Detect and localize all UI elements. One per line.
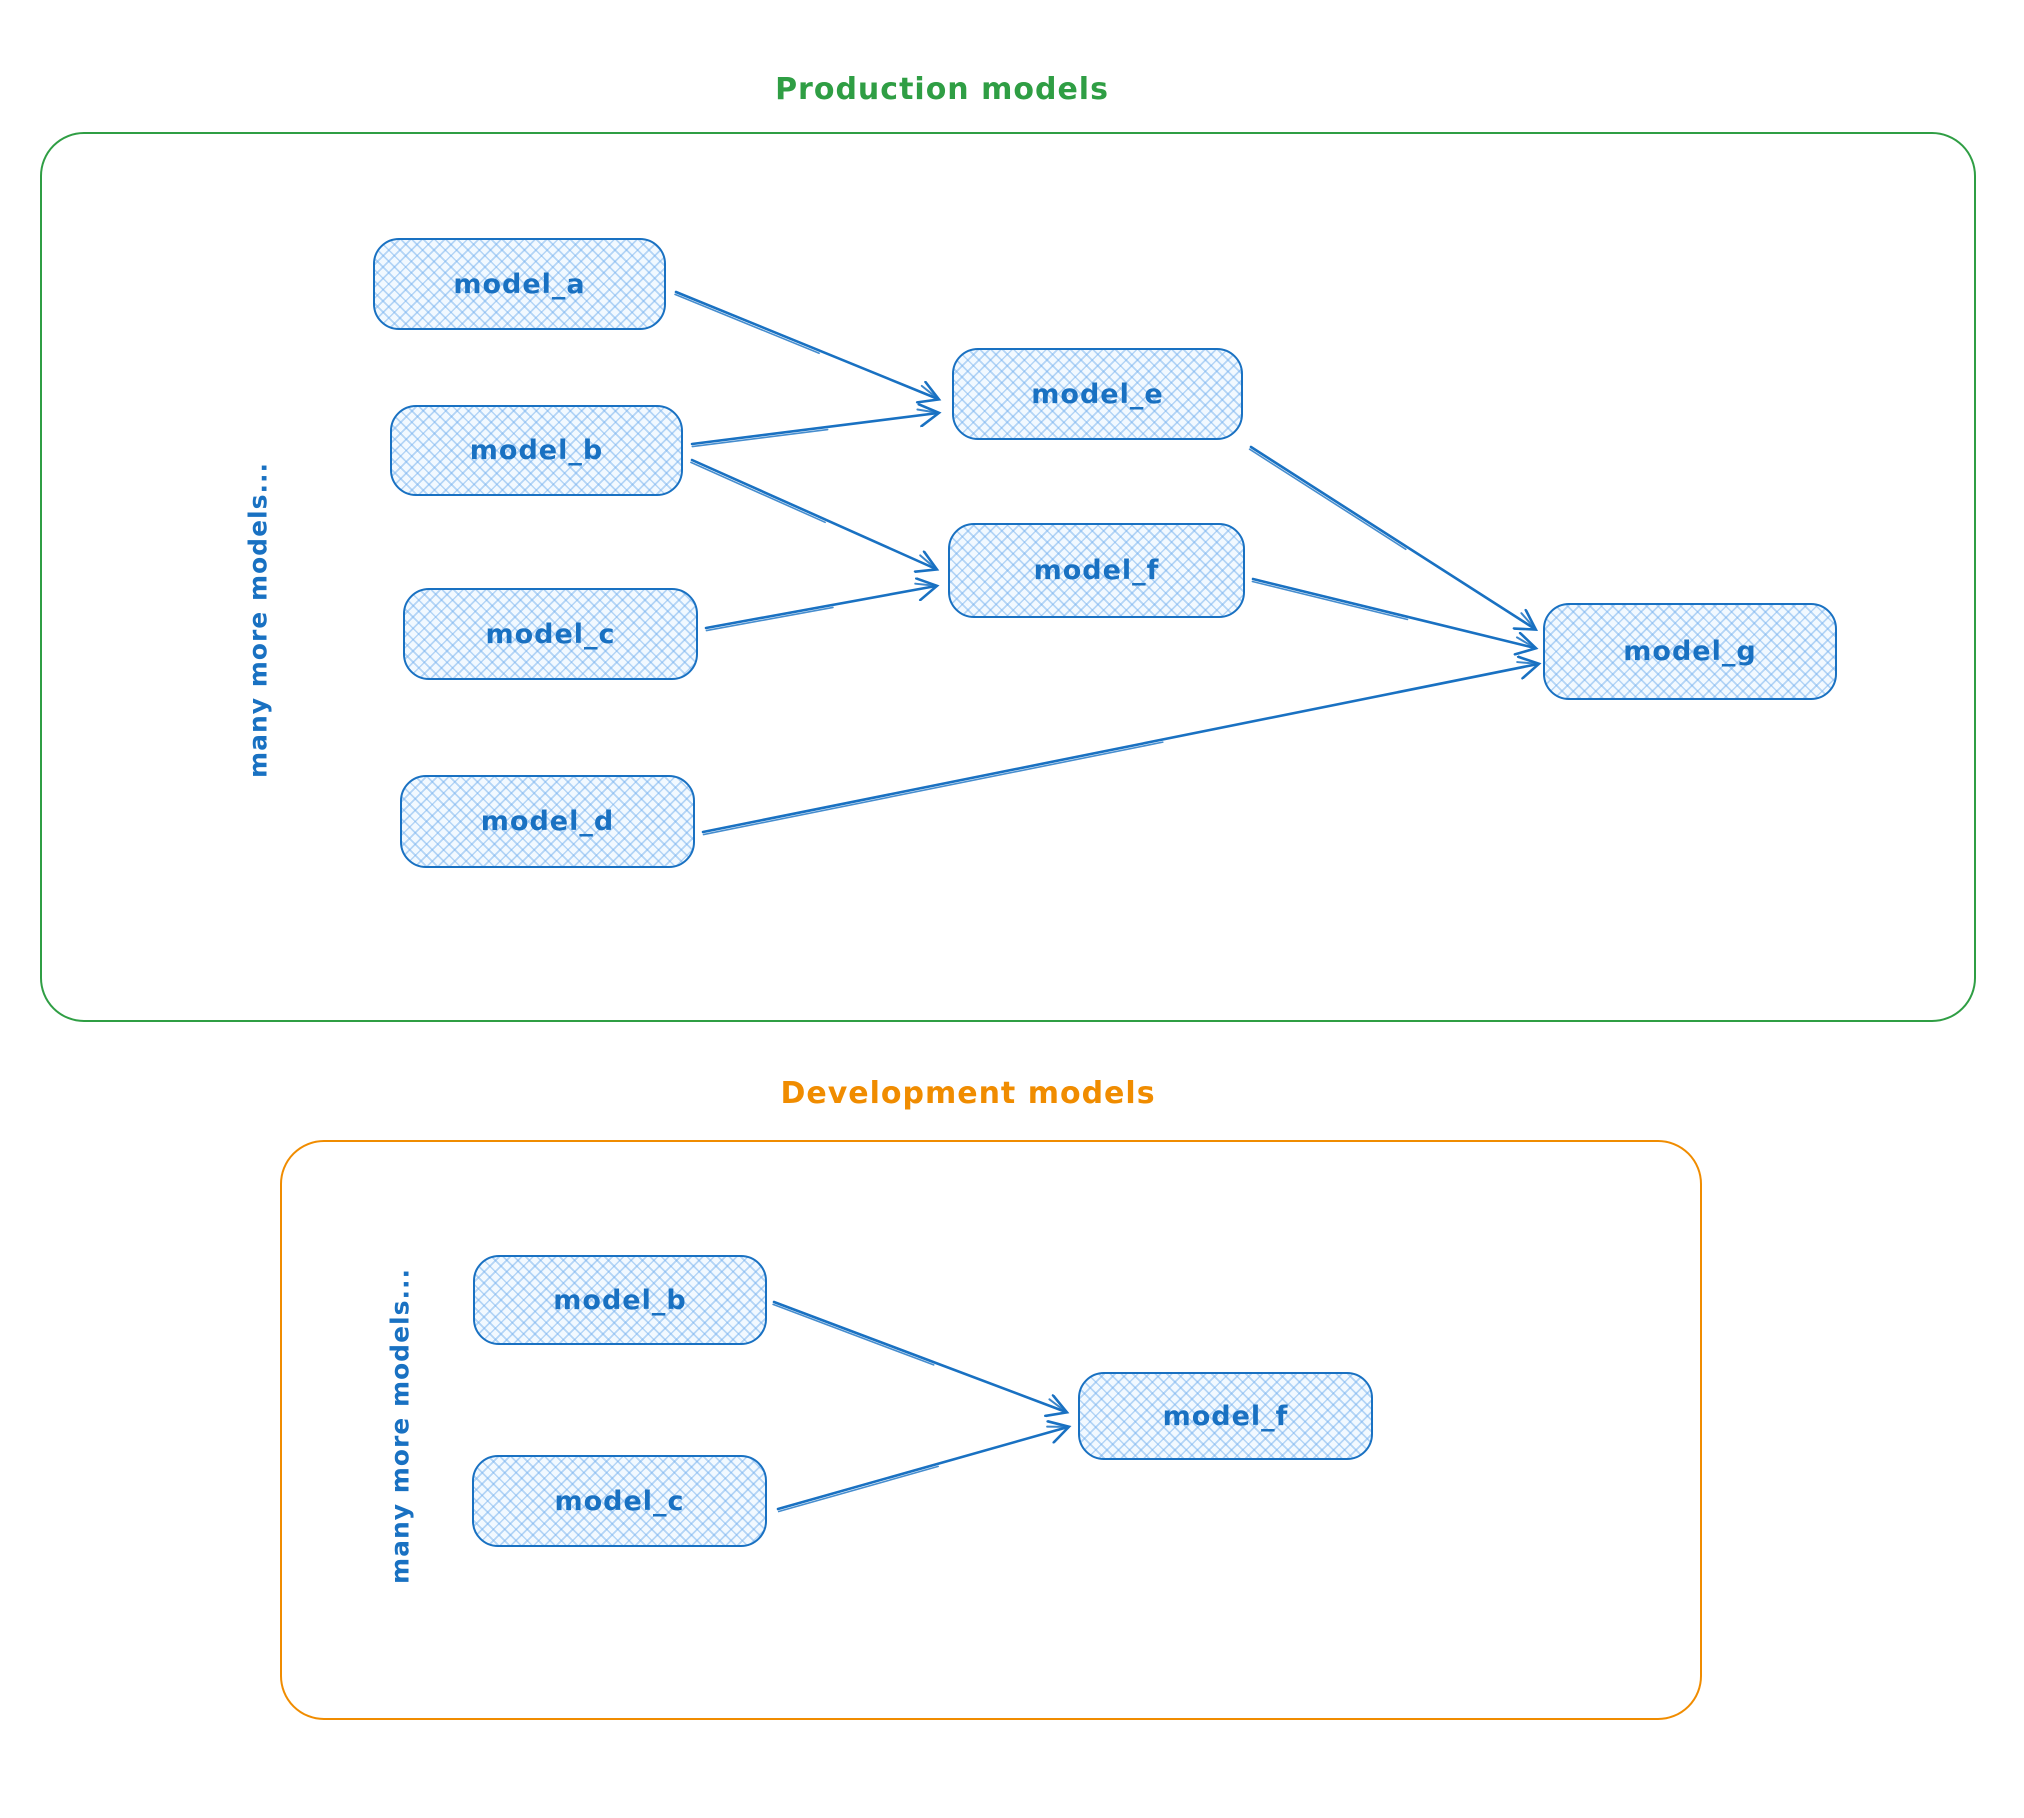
node-label: model_c: [485, 618, 616, 650]
node-production-model_g[interactable]: model_g: [1543, 603, 1837, 700]
development-title: Development models: [780, 1076, 1156, 1111]
node-label: model_f: [1162, 1400, 1289, 1432]
development-frame: [280, 1140, 1702, 1720]
development-side-label: many more models...: [385, 1268, 415, 1584]
node-label: model_f: [1033, 555, 1160, 586]
node-production-model_f[interactable]: model_f: [948, 523, 1245, 618]
node-development-model_c[interactable]: model_c: [472, 1455, 767, 1547]
node-label: model_a: [453, 268, 586, 300]
node-label: model_b: [553, 1284, 687, 1316]
node-label: model_g: [1623, 636, 1757, 667]
production-title: Production models: [775, 72, 1109, 107]
node-label: model_b: [469, 435, 604, 466]
node-production-model_e[interactable]: model_e: [952, 348, 1243, 440]
node-production-model_d[interactable]: model_d: [400, 775, 695, 868]
node-production-model_b[interactable]: model_b: [390, 405, 683, 496]
node-production-model_a[interactable]: model_a: [373, 238, 666, 330]
node-label: model_d: [480, 806, 615, 837]
production-frame: [40, 132, 1976, 1022]
production-side-label: many more models...: [243, 462, 273, 778]
node-development-model_f[interactable]: model_f: [1078, 1372, 1373, 1460]
node-label: model_c: [554, 1485, 685, 1517]
node-development-model_b[interactable]: model_b: [473, 1255, 767, 1345]
node-production-model_c[interactable]: model_c: [403, 588, 698, 680]
node-label: model_e: [1031, 378, 1164, 410]
